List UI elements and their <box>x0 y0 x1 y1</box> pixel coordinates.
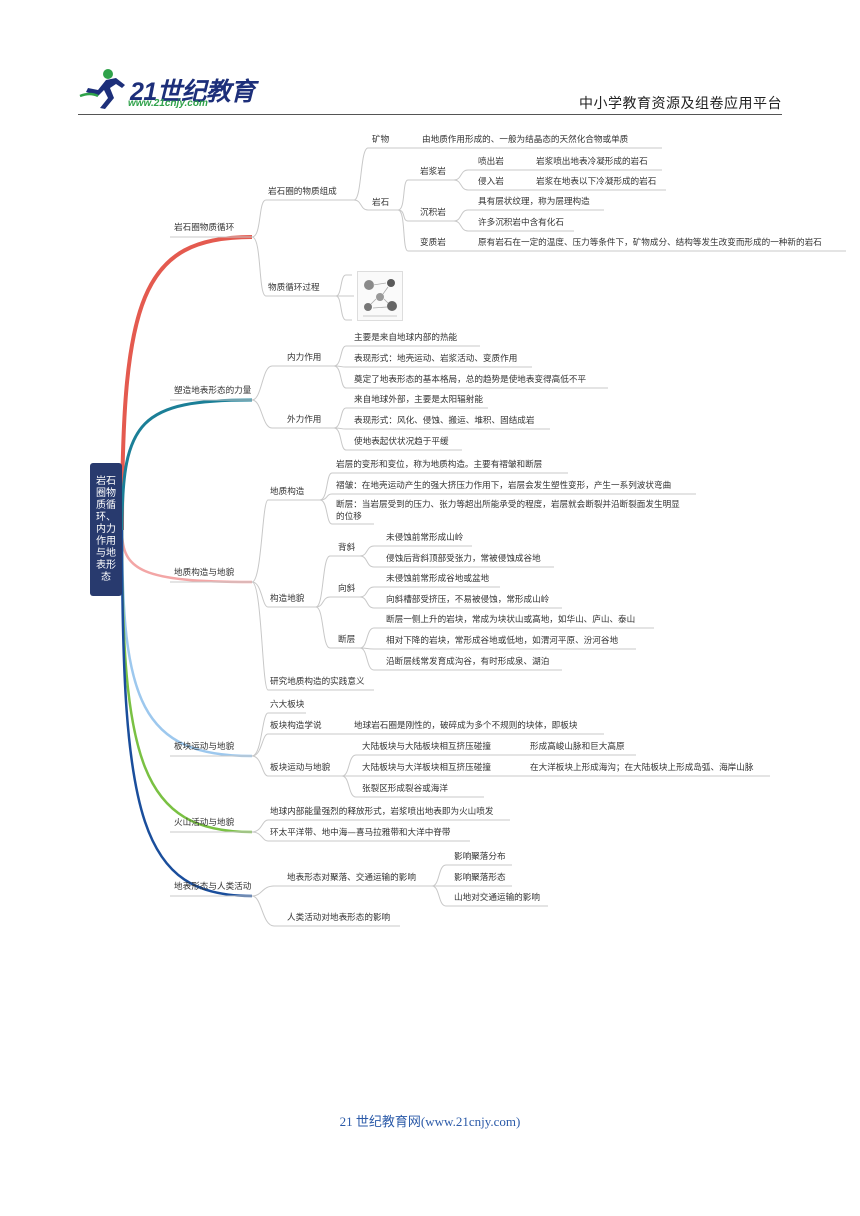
node-igneous[interactable]: 岩浆岩 <box>420 167 446 177</box>
text-structure-2: 褶皱：在地壳运动产生的强大挤压力作用下，岩层会发生塑性变形，产生一系列波状弯曲 <box>336 481 672 491</box>
branch-line-6 <box>120 529 253 898</box>
branch-line-4 <box>120 529 253 758</box>
text-structure-3b: 的位移 <box>336 512 362 522</box>
text-fault-2: 相对下降的岩块，常形成谷地或低地，如渭河平原、汾河谷地 <box>386 636 619 646</box>
text-anticline-2: 侵蚀后背斜顶部受张力，常被侵蚀成谷地 <box>386 554 541 564</box>
platform-title: 中小学教育资源及组卷应用平台 <box>579 97 782 112</box>
node-mineral[interactable]: 矿物 <box>372 135 390 145</box>
site-logo[interactable]: 21世纪教育 www.21cnjy.com <box>78 66 258 114</box>
node-geologic-structure[interactable]: 地质构造 <box>270 487 305 497</box>
node-human-impact[interactable]: 人类活动对地表形态的影响 <box>287 913 391 923</box>
branch-plate-tectonics[interactable]: 板块运动与地貌 <box>174 742 235 752</box>
node-six-plates[interactable]: 六大板块 <box>270 700 305 710</box>
text-volcanic-1: 地球内部能量强烈的释放形式，岩浆喷出地表即为火山喷发 <box>270 807 494 817</box>
text-syncline-1: 未侵蚀前常形成谷地或盆地 <box>386 574 490 584</box>
node-structural-landform[interactable]: 构造地貌 <box>270 594 305 604</box>
runner-logo-icon <box>79 69 125 109</box>
logo-text: 21世纪教育 <box>130 78 255 106</box>
text-anticline-1: 未侵蚀前常形成山岭 <box>386 533 464 543</box>
node-syncline[interactable]: 向斜 <box>338 584 356 594</box>
mindmap-root[interactable]: 岩石圈物质循环、内力作用与地表形态 <box>90 463 122 596</box>
text-internal-2: 表现形式：地壳运动、岩浆活动、变质作用 <box>354 354 518 364</box>
text-volcanic-2: 环太平洋带、地中海—喜马拉雅带和大洋中脊带 <box>270 828 451 838</box>
text-sedimentary-2: 许多沉积岩中含有化石 <box>478 218 564 228</box>
text-external-2: 表现形式：风化、侵蚀、搬运、堆积、固结成岩 <box>354 416 535 426</box>
text-intrusive-desc: 岩浆在地表以下冷凝形成的岩石 <box>536 177 657 187</box>
node-rock[interactable]: 岩石 <box>372 198 390 208</box>
node-external-force[interactable]: 外力作用 <box>287 415 322 425</box>
node-anticline[interactable]: 背斜 <box>338 543 356 553</box>
text-effect-2: 影响聚落形态 <box>454 873 506 883</box>
node-practical-significance[interactable]: 研究地质构造的实践意义 <box>270 677 365 687</box>
node-continent-continent[interactable]: 大陆板块与大陆板块相互挤压碰撞 <box>362 742 491 752</box>
branch-rock-cycle[interactable]: 岩石圈物质循环 <box>174 223 235 233</box>
text-structure-1: 岩层的变形和变位，称为地质构造。主要有褶皱和断层 <box>336 460 543 470</box>
branch-line-2 <box>120 398 253 531</box>
text-mineral-desc: 由地质作用形成的、一般为结晶态的天然化合物或单质 <box>422 135 629 145</box>
header-divider <box>78 114 782 115</box>
text-plate-theory-desc: 地球岩石圈是刚性的，破碎成为多个不规则的块体，即板块 <box>354 721 578 731</box>
text-internal-3: 奠定了地表形态的基本格局，总的趋势是使地表变得高低不平 <box>354 375 587 385</box>
branch-volcanic[interactable]: 火山活动与地貌 <box>174 818 235 828</box>
branch-shaping-forces[interactable]: 塑造地表形态的力量 <box>174 386 252 396</box>
text-effect-3: 山地对交通运输的影响 <box>454 893 540 903</box>
text-co-result: 在大洋板块上形成海沟；在大陆板块上形成岛弧、海岸山脉 <box>530 763 754 773</box>
node-landform-effect[interactable]: 地表形态对聚落、交通运输的影响 <box>287 873 416 883</box>
node-plate-movement[interactable]: 板块运动与地貌 <box>270 763 331 773</box>
node-composition[interactable]: 岩石圈的物质组成 <box>268 187 337 197</box>
text-fault-3: 沿断层线常发育成沟谷，有时形成泉、湖泊 <box>386 657 550 667</box>
node-continent-ocean[interactable]: 大陆板块与大洋板块相互挤压碰撞 <box>362 763 491 773</box>
text-external-3: 使地表起伏状况趋于平缓 <box>354 437 449 447</box>
text-fault-1: 断层一侧上升的岩块，常成为块状山或高地，如华山、庐山、泰山 <box>386 615 636 625</box>
node-intrusive[interactable]: 侵入岩 <box>478 177 504 187</box>
branch-human-activity[interactable]: 地表形态与人类活动 <box>174 882 252 892</box>
node-internal-force[interactable]: 内力作用 <box>287 353 322 363</box>
text-cc-result: 形成高峻山脉和巨大高原 <box>530 742 625 752</box>
text-effect-1: 影响聚落分布 <box>454 852 506 862</box>
text-metamorphic-desc: 原有岩石在一定的温度、压力等条件下，矿物成分、结构等发生改变而形成的一种新的岩石 <box>478 238 822 248</box>
text-structure-3: 断层：当岩层受到的压力、张力等超出所能承受的程度，岩层就会断裂并沿断裂面发生明显 <box>336 500 680 510</box>
node-extrusive[interactable]: 喷出岩 <box>478 157 504 167</box>
logo-url: www.21cnjy.com <box>128 98 208 109</box>
rock-cycle-diagram-thumbnail[interactable] <box>357 271 403 321</box>
text-sedimentary-1: 具有层状纹理，称为层理构造 <box>478 197 590 207</box>
text-external-1: 来自地球外部，主要是太阳辐射能 <box>354 395 483 405</box>
node-sedimentary[interactable]: 沉积岩 <box>420 208 446 218</box>
node-plate-theory[interactable]: 板块构造学说 <box>270 721 322 731</box>
branch-structure-landform[interactable]: 地质构造与地貌 <box>174 568 235 578</box>
node-rift-zone[interactable]: 张裂区形成裂谷或海洋 <box>362 784 448 794</box>
branch-line-1 <box>120 235 253 531</box>
text-internal-1: 主要是来自地球内部的热能 <box>354 333 458 343</box>
node-fault[interactable]: 断层 <box>338 635 356 645</box>
node-cycle-process[interactable]: 物质循环过程 <box>268 283 320 293</box>
footer-site-link[interactable]: 21 世纪教育网(www.21cnjy.com) <box>339 1114 521 1129</box>
text-extrusive-desc: 岩浆喷出地表冷凝形成的岩石 <box>536 157 648 167</box>
node-metamorphic[interactable]: 变质岩 <box>420 238 446 248</box>
text-syncline-2: 向斜槽部受挤压，不易被侵蚀，常形成山岭 <box>386 595 550 605</box>
